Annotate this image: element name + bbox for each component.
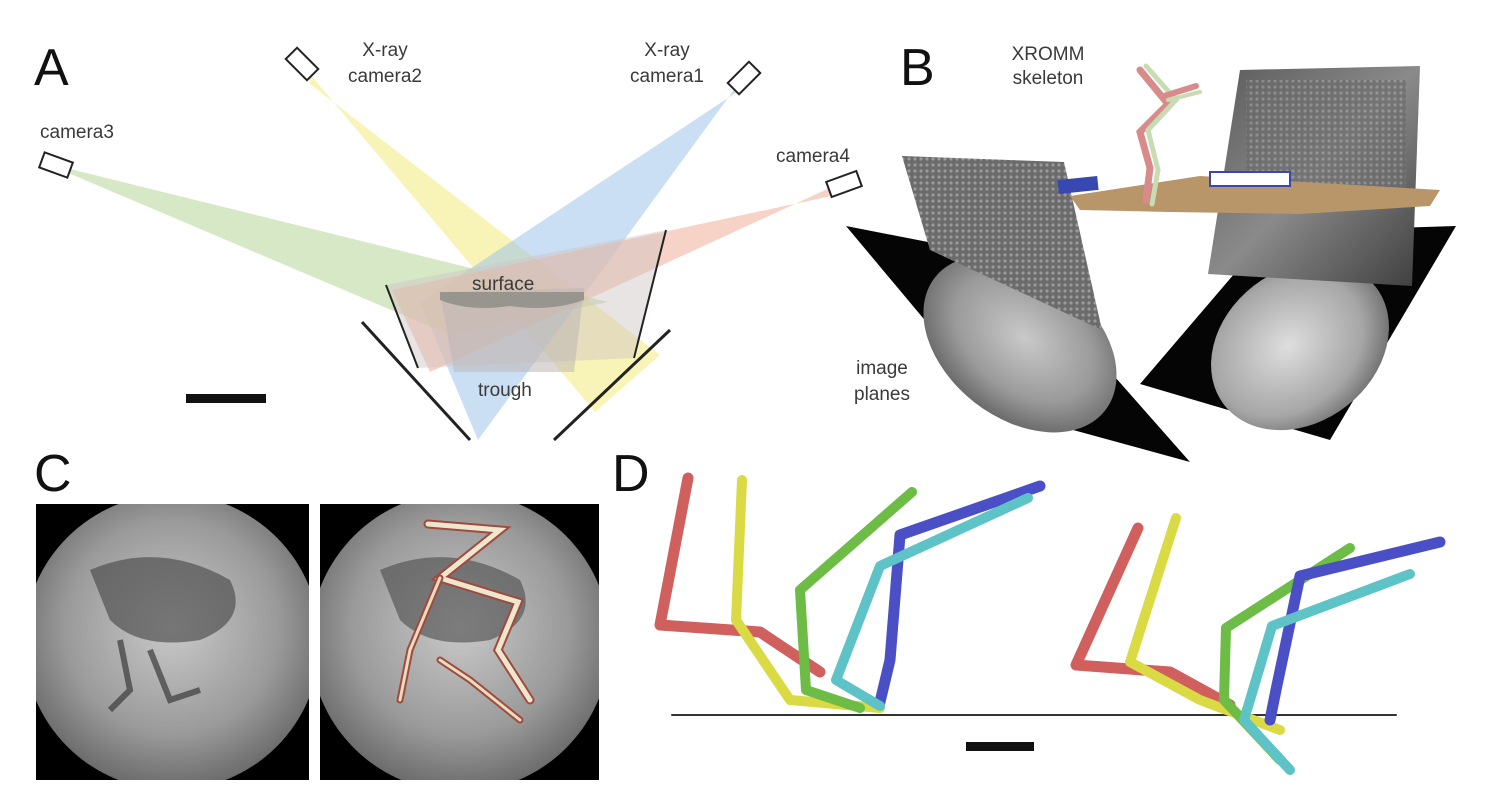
panel-letter-a: A — [34, 39, 69, 97]
label-image-planes-line1: image — [856, 358, 908, 379]
limb-green — [795, 487, 917, 713]
label-trough: trough — [478, 380, 532, 401]
limb-blue — [1264, 536, 1446, 726]
limb-cyan — [831, 493, 1033, 711]
camera-icon — [824, 169, 864, 199]
limb-red — [1070, 522, 1236, 711]
label-xromm-skeleton-line2: skeleton — [1013, 68, 1084, 89]
panel-letter-d: D — [612, 445, 650, 503]
limb-blue — [874, 480, 1046, 708]
panel-d-figure — [654, 472, 1446, 775]
label-x-ray-camera1-line2: camera1 — [630, 66, 704, 87]
limb-cyan — [1239, 569, 1415, 775]
camera-icon — [726, 60, 762, 96]
scale-bar — [966, 742, 1034, 751]
camera-icon — [37, 151, 75, 179]
panel-a-diagram: X-ray camera2 X-ray camera1 camera3 came… — [37, 40, 864, 442]
panel-b-figure: XROMM skeleton image planes — [846, 44, 1456, 462]
branch-model — [1070, 176, 1440, 214]
label-x-ray-camera2-line1: X-ray — [362, 40, 408, 61]
label-x-ray-camera2-line2: camera2 — [348, 66, 422, 87]
photo-plane-left — [902, 156, 1102, 330]
label-x-ray-camera1-line1: X-ray — [644, 40, 690, 61]
label-image-planes-line2: planes — [854, 384, 910, 405]
panel-c-images — [36, 504, 599, 780]
camera-icon — [284, 46, 320, 82]
fluoroscopy-image-right — [1211, 261, 1389, 431]
limb-yellow — [1125, 513, 1285, 735]
label-xromm-skeleton-line1: XROMM — [1012, 44, 1085, 65]
limb-red — [654, 472, 826, 678]
panel-letter-c: C — [34, 445, 72, 503]
bone-overlay — [396, 519, 535, 724]
xromm-skeleton — [1136, 63, 1202, 207]
trough — [360, 229, 672, 442]
panel-letter-b: B — [900, 39, 935, 97]
scale-bar — [186, 394, 266, 403]
label-camera4: camera4 — [776, 146, 850, 167]
label-surface: surface — [472, 274, 534, 295]
label-camera3: camera3 — [40, 122, 114, 143]
